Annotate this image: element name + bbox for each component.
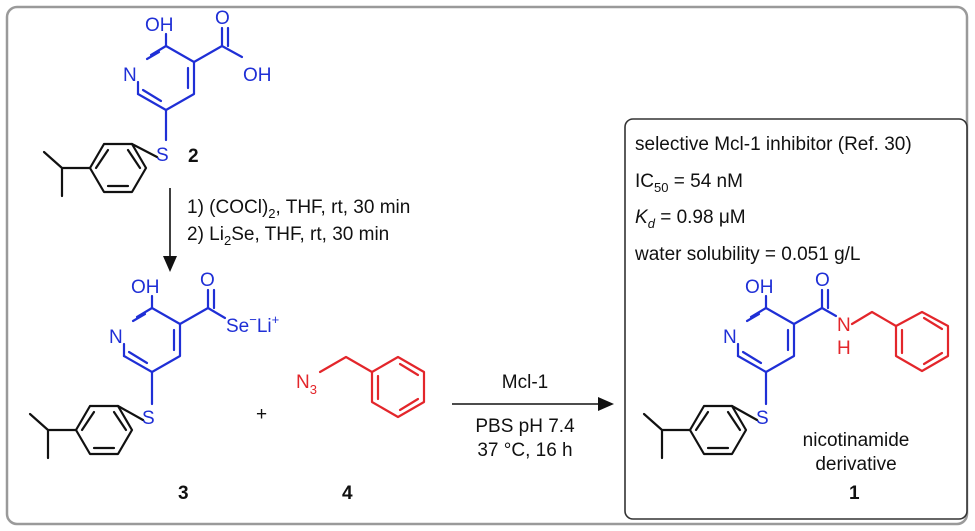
atom-s: S: [756, 408, 769, 429]
compound-2: OH N O OH S 2: [42, 8, 272, 198]
step1-condition-1: 1) (COCl)2, THF, rt, 30 min: [187, 197, 410, 221]
compound-3: OH N O Se−Li+ S 3: [28, 270, 279, 504]
info-solubility: water solubility = 0.051 g/L: [634, 244, 861, 265]
compound-label-1: 1: [849, 483, 860, 504]
step1-condition-2: 2) Li2Se, THF, rt, 30 min: [187, 224, 389, 248]
step2-condition-1: PBS pH 7.4: [475, 416, 575, 437]
atom-amide-n: N: [837, 315, 851, 336]
compound-4: N3 4: [296, 355, 426, 504]
atom-o: O: [200, 270, 215, 291]
atom-n3: N3: [296, 372, 317, 397]
atom-oh: OH: [131, 277, 160, 298]
step2-arrow: [452, 397, 614, 411]
product-box: [624, 118, 968, 520]
atom-s: S: [156, 145, 169, 166]
product-caption-1: nicotinamide: [803, 430, 910, 451]
atom-o: O: [815, 270, 830, 291]
atom-o: O: [215, 8, 230, 29]
info-ic50: IC50 = 54 nM: [635, 171, 743, 195]
step2-condition-2: 37 °C, 16 h: [477, 440, 572, 461]
atom-oh: OH: [745, 277, 774, 298]
atom-cooh-oh: OH: [243, 65, 272, 86]
product-caption-2: derivative: [815, 454, 896, 475]
compound-label-4: 4: [342, 483, 353, 504]
plus-sign: +: [256, 404, 267, 425]
atom-s: S: [142, 408, 155, 429]
compound-1: OH N O N H S: [642, 270, 950, 460]
step1-arrow: [163, 188, 177, 272]
atom-se-li: Se−Li+: [226, 312, 279, 337]
atom-amide-h: H: [837, 338, 851, 359]
info-title: selective Mcl-1 inhibitor (Ref. 30): [635, 134, 912, 155]
atom-oh: OH: [145, 15, 174, 36]
step2-enzyme: Mcl-1: [502, 372, 548, 393]
atom-n: N: [723, 327, 737, 348]
atom-n: N: [109, 327, 123, 348]
compound-label-2: 2: [188, 146, 199, 167]
atom-n: N: [123, 65, 137, 86]
info-kd: Kd = 0.98 μM: [635, 207, 746, 231]
compound-label-3: 3: [178, 483, 189, 504]
